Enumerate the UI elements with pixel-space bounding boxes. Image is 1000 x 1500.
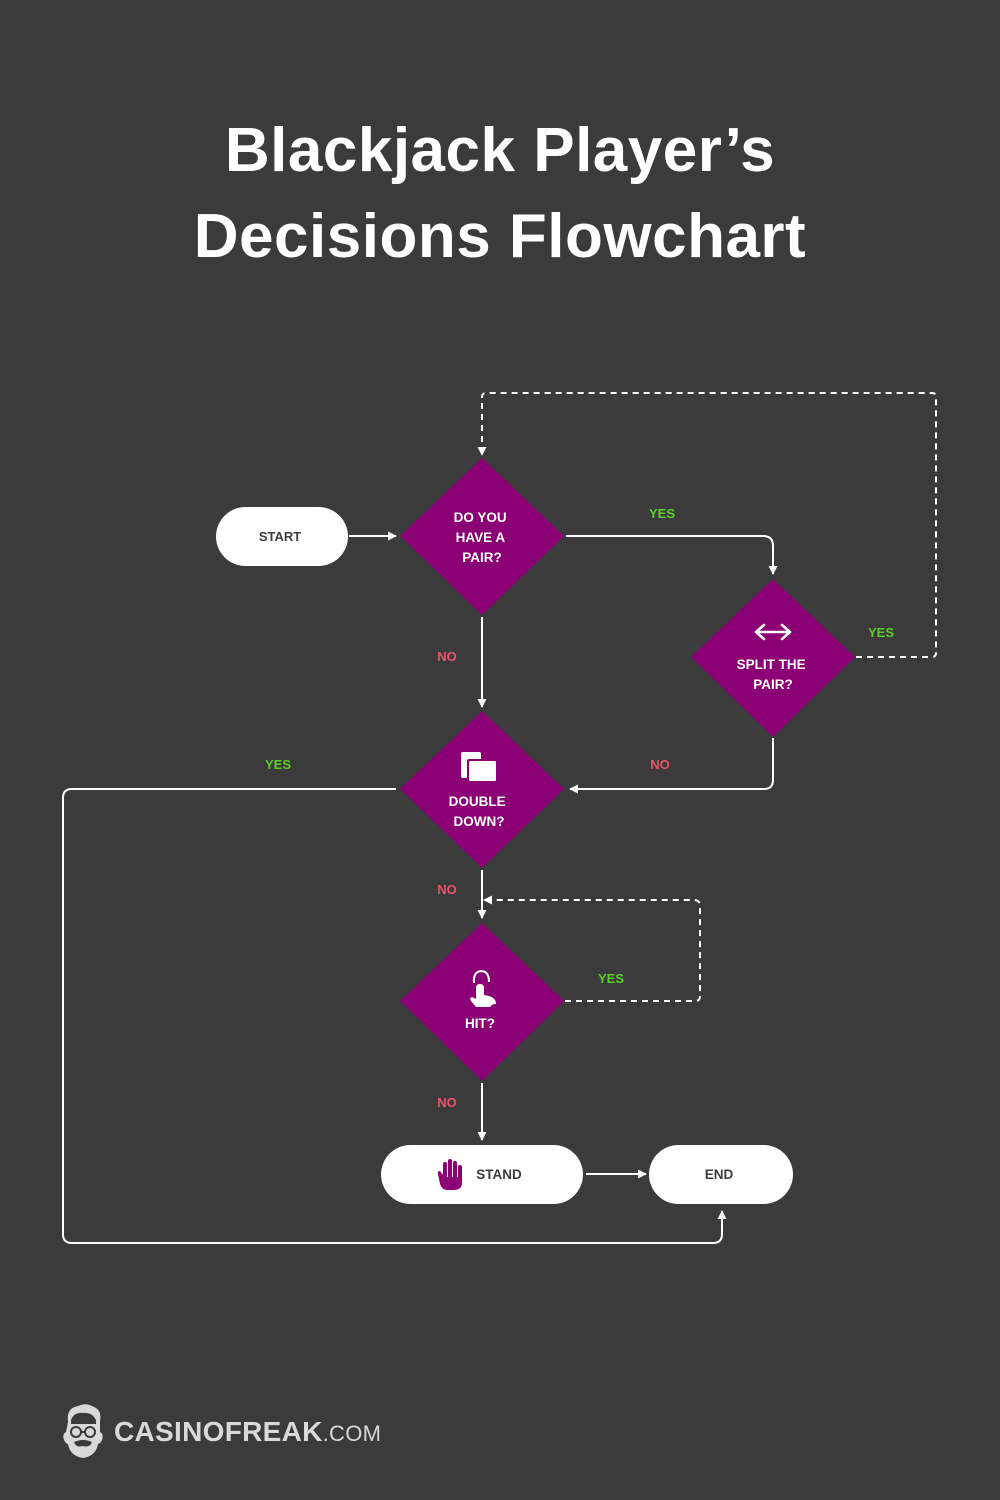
- title-line-2: Decisions Flowchart: [193, 202, 807, 271]
- brand-logo: CASINOFREAK.COM: [60, 1400, 381, 1464]
- edge-hit-yes-loop: [483, 895, 701, 1002]
- hit-label: HIT?: [465, 1016, 495, 1031]
- split-label-1: SPLIT THE: [737, 657, 806, 672]
- double-label-2: DOWN?: [454, 814, 505, 829]
- pointing-hand-icon: [470, 969, 496, 1007]
- double-yes-label: YES: [265, 757, 291, 772]
- pair-decision: DO YOU HAVE A PAIR?: [400, 458, 564, 615]
- brand-domain: .COM: [322, 1421, 382, 1446]
- svg-text:DO YOU HAVE A PAIR: DO YOU HAVE A PAIR?: [454, 510, 511, 565]
- pair-no-label: NO: [437, 649, 457, 664]
- pair-label-1: DO YOU: [454, 510, 507, 525]
- stacked-cards-icon: [461, 752, 497, 781]
- stop-hand-icon: [437, 1159, 462, 1190]
- edge-split-yes-loop: [477, 392, 937, 658]
- edge-pair-yes: [566, 535, 778, 575]
- hit-no-label: NO: [437, 1095, 457, 1110]
- edge-split-no: [569, 738, 774, 794]
- stand-label: STAND: [476, 1167, 522, 1182]
- split-decision: SPLIT THE PAIR?: [691, 579, 855, 737]
- pair-label-3: PAIR?: [462, 550, 502, 565]
- mascot-logo-icon: [63, 1404, 103, 1458]
- split-label-2: PAIR?: [753, 677, 793, 692]
- end-node: END: [649, 1145, 793, 1204]
- split-yes-label: YES: [868, 625, 894, 640]
- svg-text:DOUBLE DOWN?: DOUBLE DOWN?: [449, 794, 510, 829]
- double-label-1: DOUBLE: [449, 794, 506, 809]
- start-node: START: [216, 507, 348, 566]
- pair-yes-label: YES: [649, 506, 675, 521]
- pair-label-2: HAVE A: [456, 530, 506, 545]
- stand-node: STAND: [381, 1145, 583, 1204]
- hit-decision: HIT?: [400, 923, 564, 1081]
- split-no-label: NO: [650, 757, 670, 772]
- start-label: START: [259, 529, 301, 544]
- hit-yes-label: YES: [598, 971, 624, 986]
- double-no-label: NO: [437, 882, 457, 897]
- edge-double-yes: [62, 788, 727, 1244]
- title-line-1: Blackjack Player’s: [224, 116, 776, 185]
- double-arrow-icon: [754, 623, 792, 641]
- end-label: END: [705, 1167, 734, 1182]
- page-title: Blackjack Player’s Decisions Flowchart: [0, 108, 1000, 280]
- double-decision: DOUBLE DOWN?: [400, 711, 564, 868]
- brand-name: CASINOFREAK: [114, 1416, 323, 1447]
- svg-text:SPLIT THE PAIR?: SPLIT THE PAIR?: [737, 657, 810, 692]
